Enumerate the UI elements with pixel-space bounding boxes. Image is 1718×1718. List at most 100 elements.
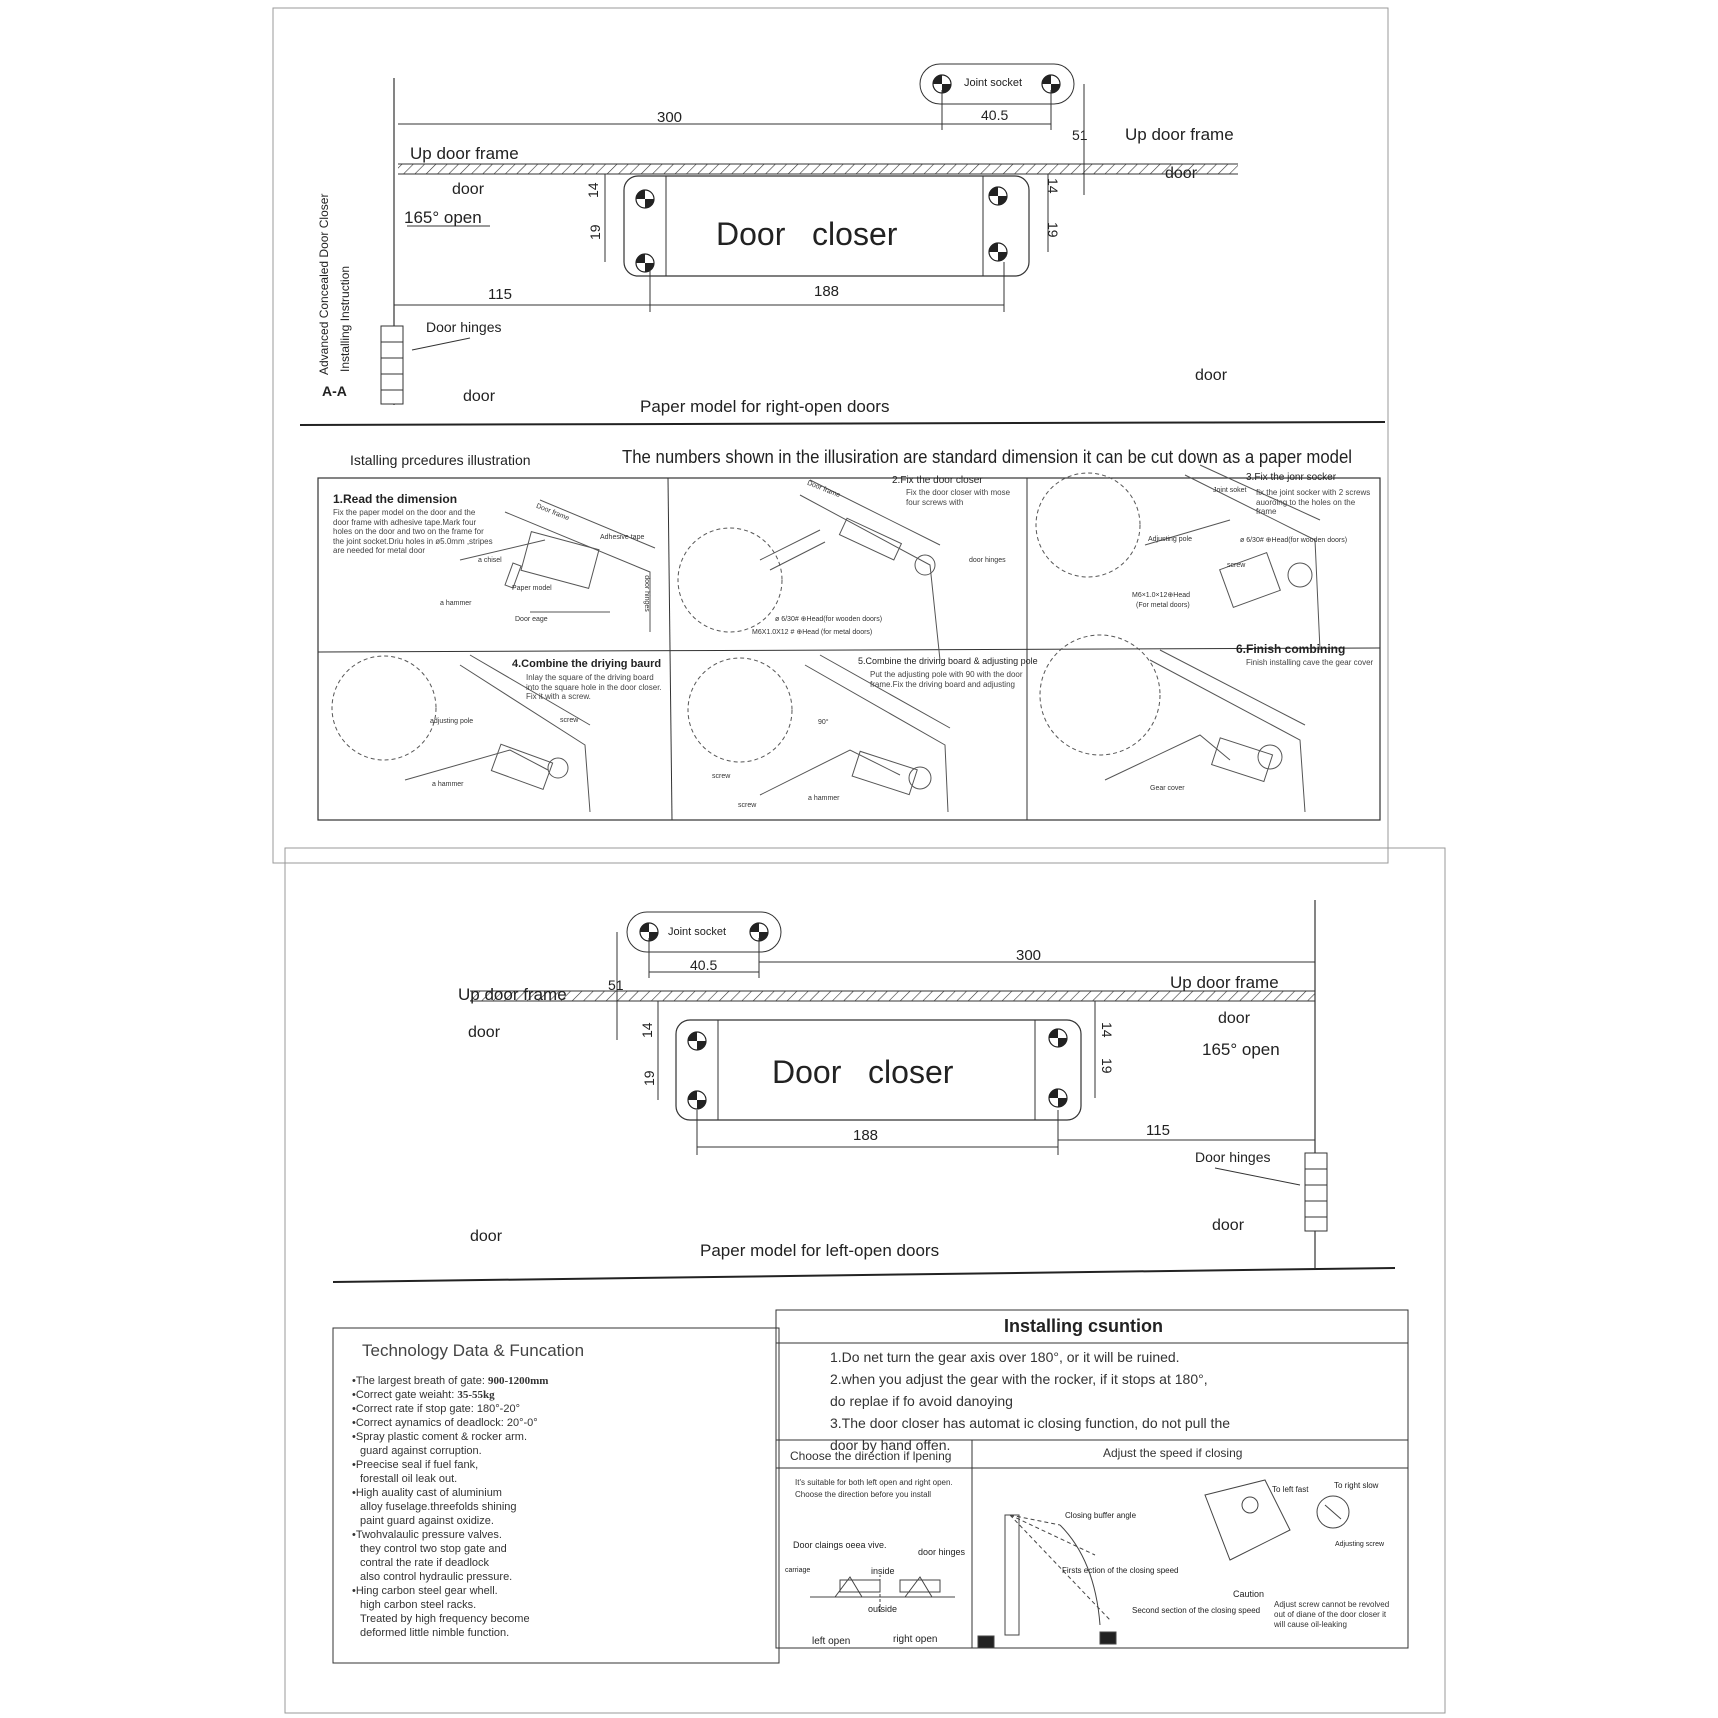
step-3-label: ø 6/30# ⊕Head(for wooden doors) bbox=[1240, 537, 1348, 544]
step-4-desc: Inlay the square of the driving board in… bbox=[526, 673, 662, 702]
step-5-label: screw bbox=[738, 802, 757, 809]
caution-title: Installing csuntion bbox=[1004, 1316, 1164, 1336]
section-label: A-A bbox=[322, 383, 347, 399]
dim-19-left: 19 bbox=[587, 224, 603, 240]
step-1-title: 1.Read the dimension bbox=[333, 492, 458, 506]
tech-item: contral the rate if deadlock bbox=[360, 1557, 490, 1569]
step-1-label: door hinges bbox=[642, 575, 650, 612]
sketch-speed bbox=[977, 1479, 1350, 1649]
procedures-heading: Istalling prcedures illustration bbox=[350, 452, 531, 468]
info-boxes bbox=[332, 1309, 1409, 1664]
step-1-label: a hammer bbox=[440, 600, 472, 607]
tech-title: Technology Data & Funcation bbox=[362, 1341, 585, 1360]
sketch-fix-closer bbox=[677, 479, 941, 661]
dim-40-5: 40.5 bbox=[981, 107, 1008, 123]
direction-desc-2: Choose the direction before you install bbox=[795, 1490, 932, 1499]
dim-19-right: 19 bbox=[1099, 1058, 1115, 1074]
step-3-desc: fix the joint socker with 2 screws auoro… bbox=[1256, 488, 1371, 517]
joint-socket-label: Joint socket bbox=[668, 926, 726, 938]
up-frame-right: Up door frame bbox=[1170, 973, 1279, 992]
door-hinges-label: Door hinges bbox=[1195, 1149, 1271, 1165]
door-closer-body bbox=[623, 175, 1030, 277]
tech-item: •High auality cast of aluminium bbox=[352, 1487, 502, 1499]
caution-line: door by hand offen. bbox=[830, 1437, 951, 1453]
sketch-driving-board bbox=[331, 654, 591, 813]
tech-item: •The largest breath of gate: 900-1200mm bbox=[352, 1375, 549, 1387]
door-frame-hatch-2 bbox=[470, 991, 1315, 1001]
step-5-title: 5.Combine the driving board & adjusting … bbox=[858, 656, 1038, 666]
tech-item: guard against corruption. bbox=[360, 1445, 482, 1457]
closing-buffer-label: Closing buffer angle bbox=[1065, 1511, 1137, 1520]
upper-page-border bbox=[272, 7, 1389, 864]
dim-51: 51 bbox=[1072, 127, 1088, 143]
dim-19-right: 19 bbox=[1045, 222, 1061, 238]
step-3-label: Adjusting pole bbox=[1148, 536, 1192, 543]
tech-item: alloy fuselage.threefolds shining bbox=[360, 1501, 517, 1513]
step-5-label: screw bbox=[712, 773, 731, 780]
tech-item: •Correct gate weiaht: 35-55kg bbox=[352, 1389, 495, 1401]
second-section-label: Second section of the closing speed bbox=[1132, 1606, 1260, 1615]
adjusting-screw-label: Adjusting screw bbox=[1335, 1541, 1385, 1548]
door-label: door bbox=[1195, 367, 1228, 384]
side-title-line1: Advanced Concealed Door Closer bbox=[317, 194, 331, 375]
step-3-label: screw bbox=[1227, 562, 1246, 569]
up-frame-left: Up door frame bbox=[410, 144, 519, 163]
step-6-title: 6.Finish combining bbox=[1236, 642, 1346, 656]
step-1-desc: Fix the paper model on the door and the … bbox=[333, 508, 493, 556]
caution-line: 1.Do net turn the gear axis over 180°, o… bbox=[830, 1349, 1180, 1365]
step-2-label: ø 6/30# ⊕Head(for wooden doors) bbox=[775, 616, 883, 623]
step-4-label: adjusting pole bbox=[430, 718, 474, 725]
speed-caution-text: Adjust screw cannot be revolved out of d… bbox=[1274, 1600, 1390, 1629]
up-frame-left: Up door frame bbox=[458, 985, 567, 1004]
step-4-title: 4.Combine the driying baurd bbox=[512, 658, 662, 670]
step-6-label: Gear cover bbox=[1150, 785, 1185, 792]
dim-14-left: 14 bbox=[585, 182, 601, 198]
step-4-label: screw bbox=[560, 717, 579, 724]
tech-item: •Correct aynamics of deadlock: 20°-0° bbox=[352, 1417, 538, 1429]
door-hinges-label: Door hinges bbox=[426, 319, 502, 335]
step-3-label: (For metal doors) bbox=[1136, 602, 1190, 609]
sketch-fix-socket bbox=[1035, 464, 1321, 651]
procedure-grid bbox=[317, 477, 1381, 821]
dim-51: 51 bbox=[608, 977, 624, 993]
dim-40-5: 40.5 bbox=[690, 957, 717, 973]
right-open-paper-model bbox=[299, 63, 1386, 426]
step-2-title: 2.Fix the door closer bbox=[892, 475, 983, 486]
tech-item: •Correct rate if stop gate: 180°-20° bbox=[352, 1403, 520, 1415]
door-label: door bbox=[1212, 1217, 1245, 1234]
door-frame-hatch bbox=[398, 164, 1238, 174]
step-2-label: door hinges bbox=[969, 557, 1006, 564]
direction-label: door hinges bbox=[918, 1547, 966, 1557]
right-model-caption: Paper model for right-open doors bbox=[640, 397, 889, 416]
first-section-label: Firsts ection of the closing speed bbox=[1062, 1566, 1179, 1575]
procedures-banner: The numbers shown in the illusiration ar… bbox=[622, 447, 1352, 467]
tech-item: •Hing carbon steel gear whell. bbox=[352, 1585, 498, 1597]
dim-115: 115 bbox=[488, 286, 512, 303]
step-1-label: a chisel bbox=[478, 557, 502, 564]
joint-socket-plate bbox=[919, 63, 1075, 105]
tech-item: •Preecise seal if fuel fank, bbox=[352, 1459, 479, 1471]
tech-item: deformed little nimble function. bbox=[360, 1627, 510, 1639]
step-1-label: Paper model bbox=[512, 585, 552, 592]
open-angle: 165° open bbox=[404, 208, 482, 227]
door-label: door bbox=[463, 388, 496, 405]
open-angle: 165° open bbox=[1202, 1040, 1280, 1059]
door-closer-title: Door closer bbox=[772, 1054, 954, 1090]
speed-title: Adjust the speed if closing bbox=[1103, 1446, 1243, 1460]
tech-item: they control two stop gate and bbox=[360, 1543, 507, 1555]
caution-line: do replae if fo avoid danoying bbox=[830, 1393, 1013, 1409]
dim-115: 115 bbox=[1146, 1122, 1170, 1139]
dim-19-left: 19 bbox=[641, 1070, 657, 1086]
door-label: door bbox=[1218, 1010, 1251, 1027]
tech-item: paint guard against oxidize. bbox=[360, 1515, 494, 1527]
door-closer-body-2 bbox=[675, 1019, 1082, 1121]
sketch-read-dimension bbox=[459, 499, 656, 632]
door-closer-title: Door closer bbox=[716, 216, 898, 252]
tech-item: forestall oil leak out. bbox=[360, 1473, 458, 1485]
to-left-fast-label: To left fast bbox=[1272, 1485, 1309, 1494]
step-3-label: Joint soket bbox=[1213, 487, 1247, 494]
direction-label: inside bbox=[871, 1566, 895, 1576]
left-model-caption: Paper model for left-open doors bbox=[700, 1241, 939, 1260]
dim-188: 188 bbox=[814, 283, 839, 300]
step-3-title: 3.Fix the jonr socker bbox=[1246, 472, 1337, 483]
